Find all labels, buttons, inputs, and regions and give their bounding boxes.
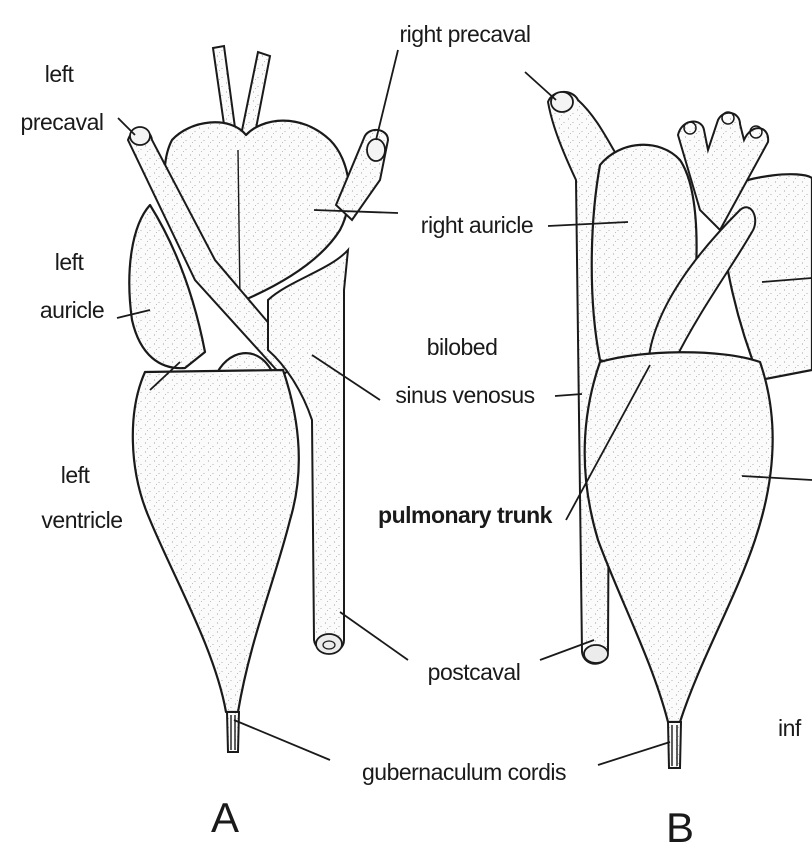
left-ventricle-shape-a [133,370,299,712]
panel-label-a: A [211,794,239,841]
label-left-auricle: left auricle [40,249,104,323]
label-left-precaval: left precaval [21,61,104,135]
label-partial-right: inf [778,715,802,741]
right-precaval-opening-a [367,139,385,161]
label-pulmonary-trunk: pulmonary trunk [378,502,553,528]
label-gubernaculum-cordis: gubernaculum cordis [362,759,566,785]
label-right-precaval: right precaval [399,21,530,47]
label-left-ventricle: left ventricle [41,462,122,533]
label-bilobed-sinus-venosus: bilobed sinus venosus [395,334,534,408]
label-postcaval: postcaval [428,659,521,685]
postcaval-opening-b [584,645,608,663]
ventricle-b [585,352,773,722]
panel-label-b: B [666,804,694,848]
gubernaculum-a [227,712,239,752]
right-precaval-opening-b [551,92,573,112]
postcaval-opening-a [316,634,342,654]
figure-a [128,46,388,752]
left-precaval-opening-a [130,127,150,145]
figure-b [548,92,812,768]
gubernaculum-b [668,722,681,768]
label-right-auricle: right auricle [421,212,533,238]
